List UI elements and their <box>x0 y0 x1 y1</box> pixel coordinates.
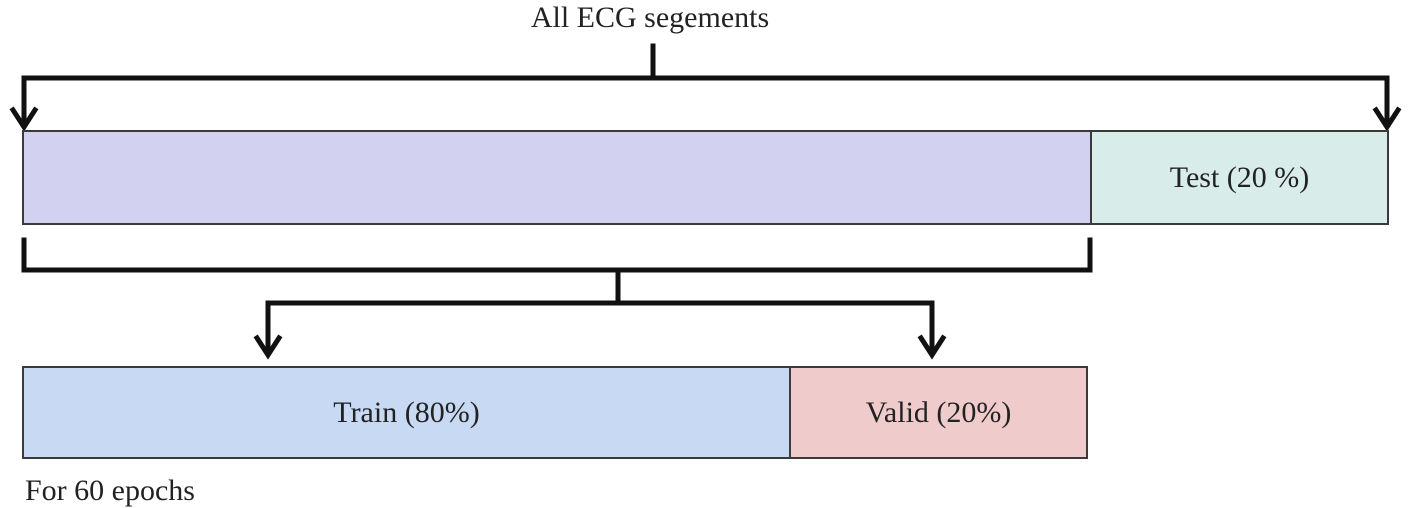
valid-label: Valid (20%) <box>865 395 1012 429</box>
epochs-note: For 60 epochs <box>25 474 195 507</box>
top-bracket <box>9 43 1402 132</box>
valid-segment: Valid (20%) <box>789 366 1088 459</box>
train-label: Train (80%) <box>333 395 480 429</box>
all-segments-bar <box>22 130 1092 225</box>
arrow-head-valid-icon <box>917 334 947 360</box>
arrow-head-right-icon <box>1372 106 1402 132</box>
lower-bracket <box>21 237 1093 360</box>
arrow-head-left-icon <box>9 106 39 132</box>
train-segment: Train (80%) <box>22 366 791 459</box>
test-segment: Test (20 %) <box>1090 130 1389 225</box>
arrow-head-train-icon <box>253 334 283 360</box>
test-label: Test (20 %) <box>1169 160 1310 194</box>
diagram-title: All ECG segements <box>530 1 770 34</box>
